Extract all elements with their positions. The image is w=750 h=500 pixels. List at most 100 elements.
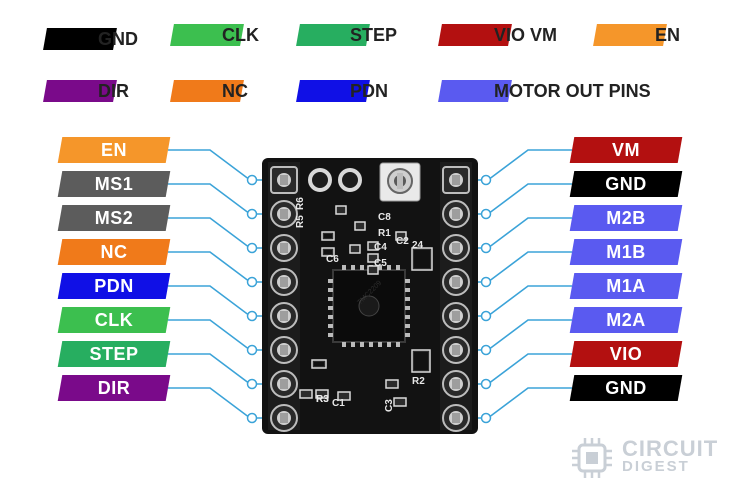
- wire-end-dot: [480, 412, 492, 424]
- header-pin: [442, 370, 470, 398]
- silkscreen-label: R5: [295, 215, 306, 228]
- legend-label: PDN: [350, 81, 389, 101]
- header-pin: [442, 200, 470, 228]
- wire-right: [470, 387, 572, 419]
- connector-wires: [168, 149, 572, 424]
- pin-name: PDN: [94, 275, 134, 296]
- pin-label-left: EN: [57, 137, 171, 163]
- pin-name: VM: [612, 139, 640, 160]
- watermark-line2: DIGEST: [622, 458, 690, 475]
- header-pin: [442, 302, 470, 330]
- silkscreen-label: C2: [396, 236, 409, 247]
- silkscreen-label: 24: [412, 240, 424, 251]
- smd-component: [299, 389, 313, 399]
- top-pads: [308, 168, 362, 192]
- wire-right: [470, 217, 572, 249]
- silkscreen-label: R3: [316, 394, 329, 405]
- legend-label: EN: [655, 25, 681, 45]
- wire-end-dot: [480, 242, 492, 254]
- wire-left: [168, 353, 270, 385]
- wire-right: [470, 251, 572, 283]
- wire-right: [470, 285, 572, 317]
- watermark: CIRCUIT DIGEST: [570, 436, 740, 480]
- header-pin: [270, 200, 298, 228]
- potentiometer: [379, 162, 421, 202]
- smd-component: [411, 349, 431, 373]
- legend-label: STEP: [350, 25, 398, 45]
- pin-name: M2B: [606, 207, 646, 228]
- smd-component: [321, 231, 335, 241]
- pin-label-right: M2A: [569, 307, 683, 333]
- pin-label-right: M1B: [569, 239, 683, 265]
- smd-component: [411, 247, 433, 271]
- silkscreen-label: R1: [378, 228, 391, 239]
- header-pin: [442, 268, 470, 296]
- smd-component: [395, 231, 407, 241]
- legend-label: MOTOR OUT PINS: [494, 81, 651, 101]
- wire-left: [168, 319, 270, 351]
- silkscreen-label: R6: [295, 197, 306, 210]
- right-header-pins: [442, 166, 470, 432]
- header-pin: [270, 404, 298, 432]
- smd-component: [337, 391, 351, 401]
- silkscreen-label: C5: [374, 258, 387, 269]
- pin-name: STEP: [89, 343, 139, 364]
- wire-end-dot: [246, 378, 258, 390]
- pin-label-left: MS2: [57, 205, 171, 231]
- wire-right: [470, 149, 572, 181]
- silkscreen-label: C8: [378, 212, 391, 223]
- wire-left: [168, 217, 270, 249]
- smd-component: [349, 244, 361, 254]
- legend-label: DIR: [98, 81, 129, 101]
- smd-component: [367, 265, 379, 275]
- wire-end-dot: [246, 208, 258, 220]
- smd-component: [367, 253, 379, 263]
- pin-label-right: VIO: [569, 341, 683, 367]
- smd-component: [354, 221, 366, 231]
- wire-right: [470, 353, 572, 385]
- top-pad: [338, 168, 362, 192]
- pin-name: M1B: [606, 241, 646, 262]
- pin-name: NC: [100, 241, 128, 262]
- wire-end-dot: [246, 276, 258, 288]
- smd-component: [393, 397, 407, 407]
- wire-end-dot: [246, 174, 258, 186]
- pin-label-left: PDN: [57, 273, 171, 299]
- smd-component: [367, 241, 379, 251]
- header-pin: [270, 234, 298, 262]
- header-pin: [442, 404, 470, 432]
- silkscreen-label: R3: [316, 394, 329, 405]
- chip-logo-icon: [572, 438, 612, 478]
- pin-label-right: GND: [569, 375, 683, 401]
- wire-end-dot: [246, 412, 258, 424]
- pin-name: MS1: [94, 173, 134, 194]
- header-pin: [442, 234, 470, 262]
- pin-label-left: NC: [57, 239, 171, 265]
- header-pin: [442, 166, 470, 194]
- silkscreen-label: C4: [374, 242, 387, 253]
- pin-label-left: CLK: [57, 307, 171, 333]
- header-pin: [270, 166, 298, 194]
- silkscreen-label: C6: [326, 254, 339, 265]
- header-pin: [270, 336, 298, 364]
- pin-name: M1A: [606, 275, 646, 296]
- pin-label-left: MS1: [57, 171, 171, 197]
- legend-label: GND: [98, 29, 138, 49]
- watermark-line1: CIRCUIT: [622, 436, 719, 461]
- pin-label-right: M2B: [569, 205, 683, 231]
- wire-right: [470, 183, 572, 215]
- wire-left: [168, 183, 270, 215]
- smd-component: [315, 389, 329, 399]
- wire-left: [168, 251, 270, 283]
- pin-name: CLK: [94, 309, 134, 330]
- smd-component: [311, 359, 327, 369]
- pin-label-left: STEP: [57, 341, 171, 367]
- pin-label-right: M1A: [569, 273, 683, 299]
- wire-end-dot: [480, 208, 492, 220]
- pin-label-right: GND: [569, 171, 683, 197]
- pin-name: M2A: [606, 309, 646, 330]
- smd-component: [321, 247, 335, 257]
- legend-label: CLK: [222, 25, 259, 45]
- header-pin: [442, 336, 470, 364]
